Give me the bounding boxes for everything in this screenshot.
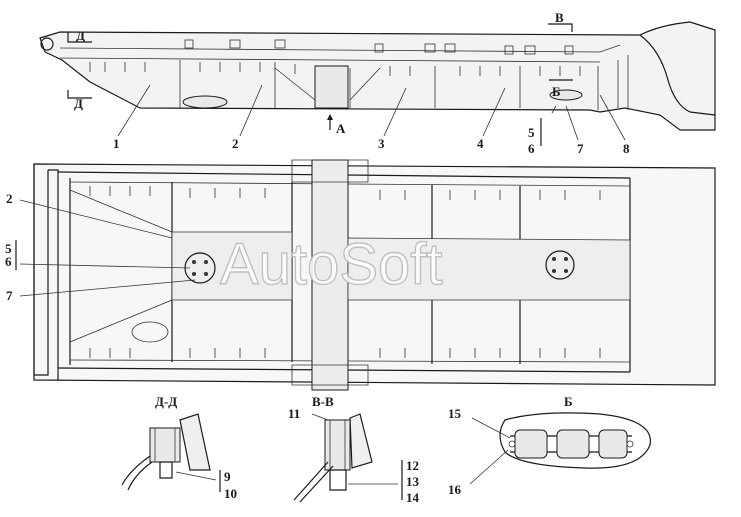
view-mark-b: Б [552, 84, 561, 99]
callout-7: 7 [577, 141, 584, 156]
side-elevation-view [39, 21, 716, 146]
section-dd [121, 413, 221, 492]
callout-13: 13 [406, 474, 420, 489]
top-bolts [184, 39, 574, 55]
callout-3: 3 [378, 136, 385, 151]
callout-15: 15 [448, 406, 462, 421]
watermark: AutoSoft [220, 232, 442, 297]
section-title-dd: Д-Д [155, 394, 177, 409]
plan-callout-5: 5 [5, 241, 12, 256]
section-mark-v: В [555, 10, 564, 25]
plan-callout-6: 6 [5, 254, 12, 269]
plan-view [15, 159, 716, 391]
callout-4: 4 [477, 136, 484, 151]
view-mark-a: А [336, 121, 346, 136]
section-mark-d-bottom: Д [74, 96, 83, 111]
callout-8: 8 [623, 141, 630, 156]
plan-callout-2: 2 [6, 191, 13, 206]
section-vv [293, 413, 403, 503]
callout-12: 12 [406, 458, 419, 473]
view-title-b: Б [564, 394, 573, 409]
plan-callout-7: 7 [6, 288, 13, 303]
callout-5: 5 [528, 125, 535, 140]
callout-6: 6 [528, 141, 535, 156]
section-mark-d-top: Д [76, 28, 85, 43]
callout-11: 11 [288, 406, 300, 421]
callout-9: 9 [224, 469, 231, 484]
view-b [469, 412, 651, 485]
callout-14: 14 [406, 490, 420, 505]
callout-2: 2 [232, 136, 239, 151]
callout-16: 16 [448, 482, 462, 497]
section-title-vv: В-В [312, 394, 334, 409]
callout-10: 10 [224, 486, 237, 501]
callout-1: 1 [113, 136, 120, 151]
